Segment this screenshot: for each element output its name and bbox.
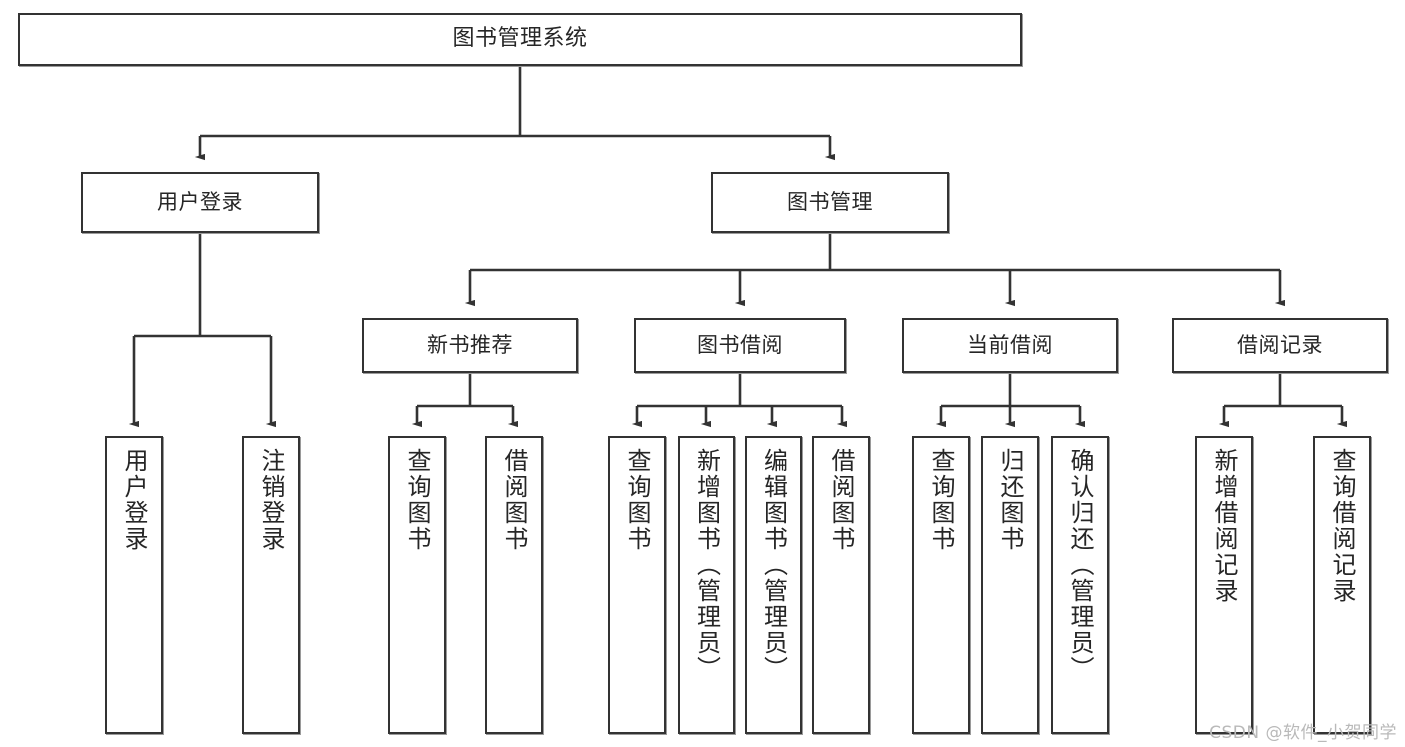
leaf-current-confirm-return-label: 确认归还（管理员） bbox=[1066, 448, 1094, 682]
node-book-management-label: 图书管理 bbox=[787, 189, 873, 214]
leaf-borrow-borrow-book-label: 借阅图书 bbox=[827, 448, 855, 552]
leaf-records-add-record-label: 新增借阅记录 bbox=[1210, 448, 1238, 604]
leaf-new-book-borrow-label: 借阅图书 bbox=[500, 448, 528, 552]
node-current-borrow-label: 当前借阅 bbox=[967, 332, 1053, 357]
leaf-current-query-book-label: 查询图书 bbox=[927, 448, 955, 552]
node-book-borrow[interactable]: 图书借阅 bbox=[634, 318, 846, 373]
node-new-book-recommend-label: 新书推荐 bbox=[427, 332, 513, 357]
leaf-current-return-book-label: 归还图书 bbox=[996, 448, 1024, 552]
leaf-borrow-edit-book[interactable]: 编辑图书（管理员） bbox=[745, 436, 802, 734]
leaf-records-query-record-label: 查询借阅记录 bbox=[1328, 448, 1356, 604]
node-root-label: 图书管理系统 bbox=[452, 26, 588, 52]
leaf-current-confirm-return[interactable]: 确认归还（管理员） bbox=[1051, 436, 1109, 734]
leaf-user-login-signout-label: 注销登录 bbox=[257, 448, 285, 552]
leaf-borrow-edit-book-label: 编辑图书（管理员） bbox=[759, 448, 788, 682]
leaf-borrow-add-book[interactable]: 新增图书（管理员） bbox=[678, 436, 735, 734]
leaf-user-login-signout[interactable]: 注销登录 bbox=[242, 436, 300, 734]
leaf-records-add-record[interactable]: 新增借阅记录 bbox=[1195, 436, 1253, 734]
leaf-user-login-signin[interactable]: 用户登录 bbox=[105, 436, 163, 734]
leaf-new-book-query-label: 查询图书 bbox=[403, 448, 431, 552]
watermark: CSDN @软件_小贺同学 bbox=[1209, 723, 1397, 743]
leaf-borrow-query-book[interactable]: 查询图书 bbox=[608, 436, 666, 734]
leaf-borrow-borrow-book[interactable]: 借阅图书 bbox=[812, 436, 870, 734]
node-book-management[interactable]: 图书管理 bbox=[711, 172, 949, 233]
node-new-book-recommend[interactable]: 新书推荐 bbox=[362, 318, 578, 373]
leaf-new-book-borrow[interactable]: 借阅图书 bbox=[485, 436, 543, 734]
node-current-borrow[interactable]: 当前借阅 bbox=[902, 318, 1118, 373]
leaf-borrow-query-book-label: 查询图书 bbox=[623, 448, 651, 552]
node-borrow-records-label: 借阅记录 bbox=[1237, 332, 1323, 357]
leaf-borrow-add-book-label: 新增图书（管理员） bbox=[692, 448, 721, 682]
leaf-records-query-record[interactable]: 查询借阅记录 bbox=[1313, 436, 1371, 734]
leaf-current-query-book[interactable]: 查询图书 bbox=[912, 436, 970, 734]
node-book-borrow-label: 图书借阅 bbox=[697, 332, 783, 357]
node-user-login[interactable]: 用户登录 bbox=[81, 172, 319, 233]
leaf-current-return-book[interactable]: 归还图书 bbox=[981, 436, 1039, 734]
node-user-login-label: 用户登录 bbox=[157, 189, 243, 214]
node-root[interactable]: 图书管理系统 bbox=[18, 13, 1022, 66]
node-borrow-records[interactable]: 借阅记录 bbox=[1172, 318, 1388, 373]
leaf-user-login-signin-label: 用户登录 bbox=[120, 448, 148, 552]
leaf-new-book-query[interactable]: 查询图书 bbox=[388, 436, 446, 734]
